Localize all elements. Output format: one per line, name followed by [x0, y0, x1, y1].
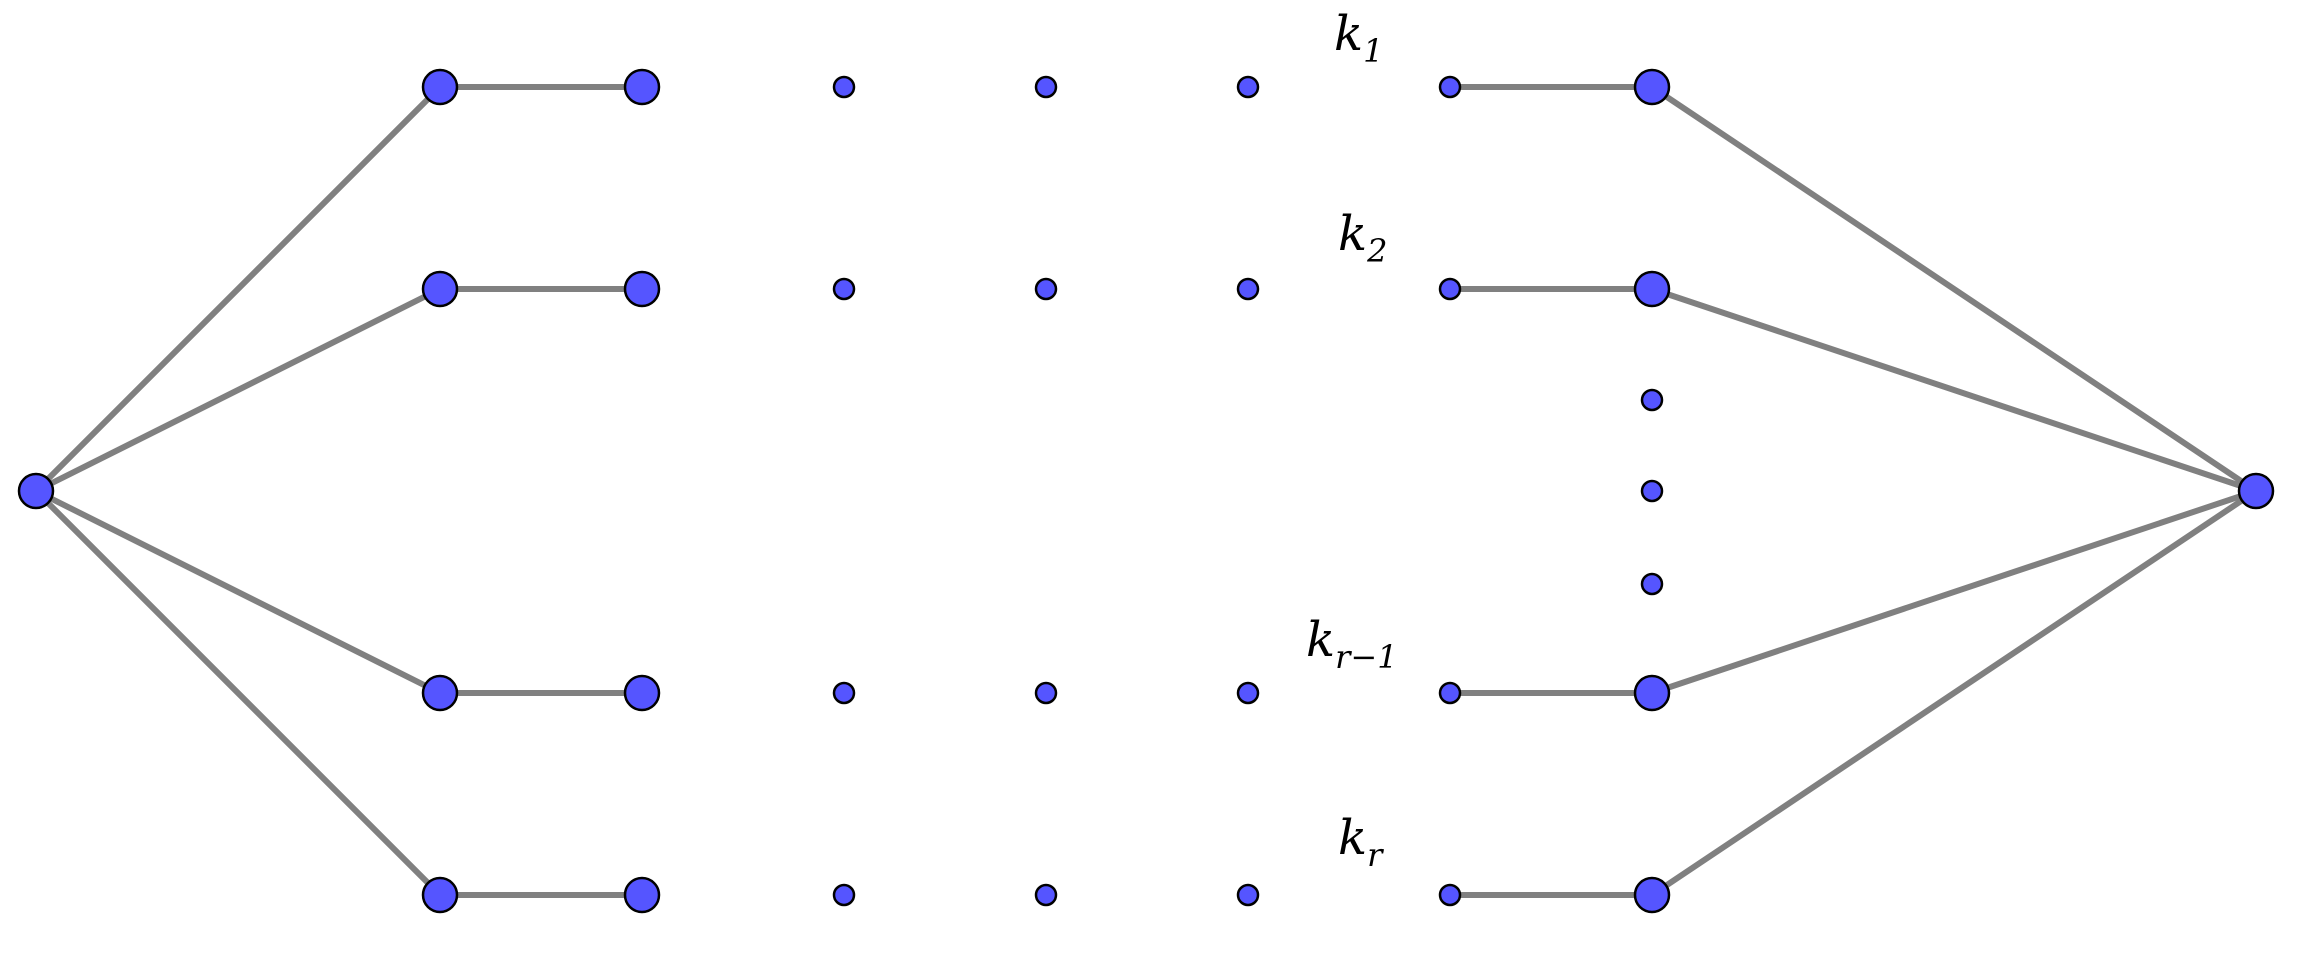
path2-vertex-2 [623, 270, 661, 308]
path2-ellipsis-dot-3 [1236, 277, 1260, 301]
path4-vertex-1 [421, 876, 459, 914]
left-hub-vertex [17, 472, 55, 510]
path4-ellipsis-dot-1 [832, 883, 856, 907]
path2-vertex-1 [421, 270, 459, 308]
path1-ellipsis-dot-1 [832, 75, 856, 99]
path1-vertex-2 [623, 68, 661, 106]
path4-vertex-2 [623, 876, 661, 914]
path3-ellipsis-dot-2 [1034, 681, 1058, 705]
vertical-ellipsis-dot-2 [1640, 479, 1664, 503]
edge-path1-to-right-hub [1649, 84, 2259, 494]
path1-vertex-penultimate [1438, 75, 1462, 99]
path1-vertex-last [1633, 68, 1671, 106]
edge-left-hub-to-path4 [33, 488, 443, 898]
vertical-ellipsis-dot-1 [1640, 388, 1664, 412]
path4-vertex-penultimate [1438, 883, 1462, 907]
vertical-ellipsis-dot-3 [1640, 572, 1664, 596]
path3-vertex-1 [421, 674, 459, 712]
edge-left-hub-to-path2 [33, 286, 443, 494]
path1-ellipsis-dot-2 [1034, 75, 1058, 99]
path2-vertex-last [1633, 270, 1671, 308]
path3-ellipsis-dot-1 [832, 681, 856, 705]
edge-path2-to-right-hub [1649, 286, 2259, 494]
edge-left-hub-to-path3 [33, 488, 443, 696]
path2-vertex-penultimate [1438, 277, 1462, 301]
path1-length-label: k1 [1334, 6, 1383, 70]
path4-ellipsis-dot-3 [1236, 883, 1260, 907]
path3-vertex-last [1633, 674, 1671, 712]
path4-vertex-last [1633, 876, 1671, 914]
path2-length-label: k2 [1338, 206, 1387, 270]
path3-vertex-penultimate [1438, 681, 1462, 705]
path1-ellipsis-dot-3 [1236, 75, 1260, 99]
edge-left-hub-to-path1 [33, 84, 443, 494]
path1-vertex-1 [421, 68, 459, 106]
path3-length-label: kr−1 [1306, 612, 1398, 676]
path4-ellipsis-dot-2 [1034, 883, 1058, 907]
path4-length-label: kr [1338, 810, 1384, 874]
edge-path3-to-right-hub [1649, 488, 2259, 696]
path2-ellipsis-dot-2 [1034, 277, 1058, 301]
path2-ellipsis-dot-1 [832, 277, 856, 301]
path3-vertex-2 [623, 674, 661, 712]
path3-ellipsis-dot-3 [1236, 681, 1260, 705]
edge-path4-to-right-hub [1649, 488, 2259, 898]
right-hub-vertex [2237, 472, 2275, 510]
